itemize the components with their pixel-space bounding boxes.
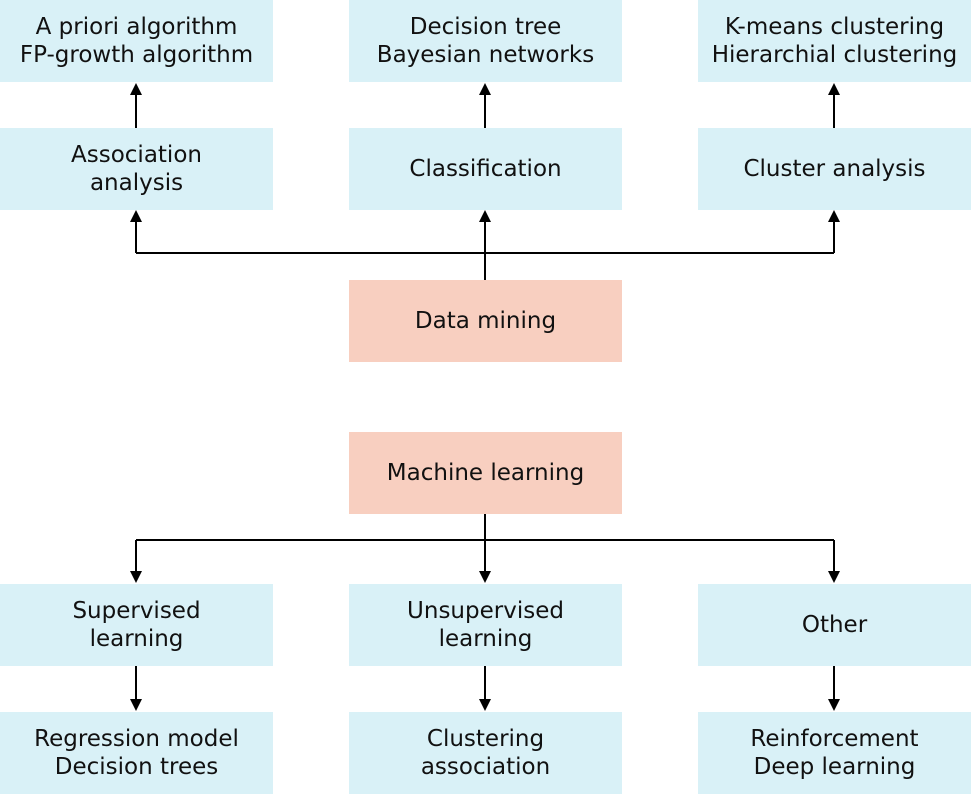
unsupervised-learning-box: Unsupervised learning xyxy=(349,584,622,666)
example-line: Clustering xyxy=(426,726,545,752)
category-label-line: Unsupervised xyxy=(407,598,564,624)
other-learning-box: Other xyxy=(698,584,971,666)
category-label-line: learning xyxy=(89,626,184,652)
example-line: Reinforcement xyxy=(750,726,919,752)
other-examples-box: Reinforcement Deep learning xyxy=(698,712,971,794)
supervised-examples-box: Regression model Decision trees xyxy=(0,712,273,794)
dm-arrow-cluster-examples xyxy=(828,83,840,95)
category-label-line: Other xyxy=(801,612,868,638)
machine-learning-root-box: Machine learning xyxy=(349,432,622,514)
example-line: Decision tree xyxy=(409,14,562,40)
category-label-line: learning xyxy=(438,626,533,652)
dm-arrow-classification-examples xyxy=(479,83,491,95)
classification-box: Classification xyxy=(349,128,622,210)
category-label-line: Cluster analysis xyxy=(743,156,926,182)
category-label-line: Classification xyxy=(409,156,562,182)
example-line: A priori algorithm xyxy=(35,14,238,40)
cluster-analysis-box: Cluster analysis xyxy=(698,128,971,210)
dm-arrow-classification xyxy=(479,210,491,222)
example-line: Regression model xyxy=(34,726,239,752)
dm-arrow-association xyxy=(130,210,142,222)
ml-arrow-other-examples xyxy=(828,699,840,711)
example-line: Hierarchial clustering xyxy=(711,42,958,68)
data-mining-root-box: Data mining xyxy=(349,280,622,362)
association-examples-box: A priori algorithm FP-growth algorithm xyxy=(0,0,273,82)
example-line: FP-growth algorithm xyxy=(19,42,254,68)
category-label-line: analysis xyxy=(89,170,184,196)
category-label-line: Supervised xyxy=(72,598,201,624)
category-label-line: Association xyxy=(71,142,202,168)
example-line: Decision trees xyxy=(54,754,219,780)
example-line: K-means clustering xyxy=(724,14,945,40)
example-line: Bayesian networks xyxy=(376,42,595,68)
ml-arrow-supervised xyxy=(130,571,142,583)
unsupervised-examples-box: Clustering association xyxy=(349,712,622,794)
classification-examples-box: Decision tree Bayesian networks xyxy=(349,0,622,82)
root-label: Data mining xyxy=(414,308,557,334)
example-line: association xyxy=(420,754,551,780)
association-analysis-box: Association analysis xyxy=(0,128,273,210)
ml-arrow-supervised-examples xyxy=(130,699,142,711)
cluster-examples-box: K-means clustering Hierarchial clusterin… xyxy=(698,0,971,82)
root-label: Machine learning xyxy=(386,460,585,486)
dm-arrow-association-examples xyxy=(130,83,142,95)
ml-arrow-unsupervised-examples xyxy=(479,699,491,711)
dm-arrow-cluster xyxy=(828,210,840,222)
ml-arrow-unsupervised xyxy=(479,571,491,583)
supervised-learning-box: Supervised learning xyxy=(0,584,273,666)
ml-arrow-other xyxy=(828,571,840,583)
example-line: Deep learning xyxy=(753,754,916,780)
